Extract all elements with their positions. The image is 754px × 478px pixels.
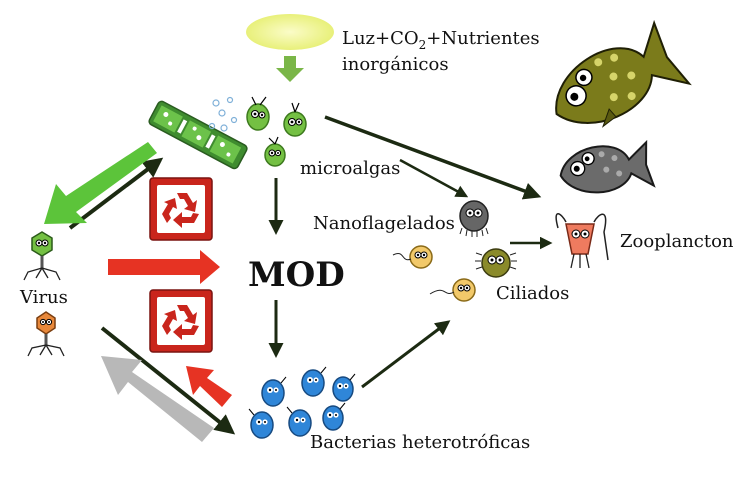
arrow-virus-to-bacteria	[100, 326, 236, 435]
microalgae-label: microalgas	[300, 158, 400, 179]
diatom-chain-icon	[148, 100, 248, 170]
virus-label: Virus	[19, 287, 68, 308]
light-down-arrow	[276, 56, 304, 82]
light-label-line1: Luz+CO2+Nutrientes	[342, 28, 540, 52]
arrow-microalgae-to-nanoflagellates	[399, 158, 469, 198]
nanoflagellates-label: Nanoflagelados	[313, 213, 455, 234]
recycle-icon-top	[149, 177, 213, 241]
bacteria-label: Bacterias heterotróficas	[310, 432, 530, 453]
fish-olive-icon	[555, 19, 692, 128]
mod-label: MOD	[248, 255, 345, 295]
recycle-icon-bottom	[149, 289, 213, 353]
bubbles-icon	[208, 96, 238, 132]
zooplankton-icon	[555, 213, 609, 269]
zooplankton-label: Zooplancton	[620, 231, 734, 252]
green-algae-icon	[246, 96, 307, 167]
red-arrow-bacteria-to-recycle	[186, 366, 232, 407]
virus-green-icon	[23, 231, 61, 281]
bacteria-icon-group	[248, 366, 356, 439]
nanoflagellate-icon	[392, 245, 476, 302]
ciliate-icon	[459, 200, 517, 278]
arrow-virus-to-microalgae	[68, 157, 164, 230]
arrow-microalgae-to-fish	[324, 115, 542, 200]
green-arrow-microalgae-to-virus	[44, 142, 157, 224]
red-arrow-virus-to-mod	[108, 250, 220, 284]
light-label-line2: inorgánicos	[342, 54, 449, 75]
fish-gray-icon	[559, 139, 656, 194]
virus-orange-icon	[27, 311, 65, 357]
gray-arrow-bacteria-to-virus	[101, 356, 214, 442]
light-source-icon	[246, 14, 334, 50]
ciliates-label: Ciliados	[496, 283, 569, 304]
arrow-bacteria-to-protists	[361, 320, 451, 389]
